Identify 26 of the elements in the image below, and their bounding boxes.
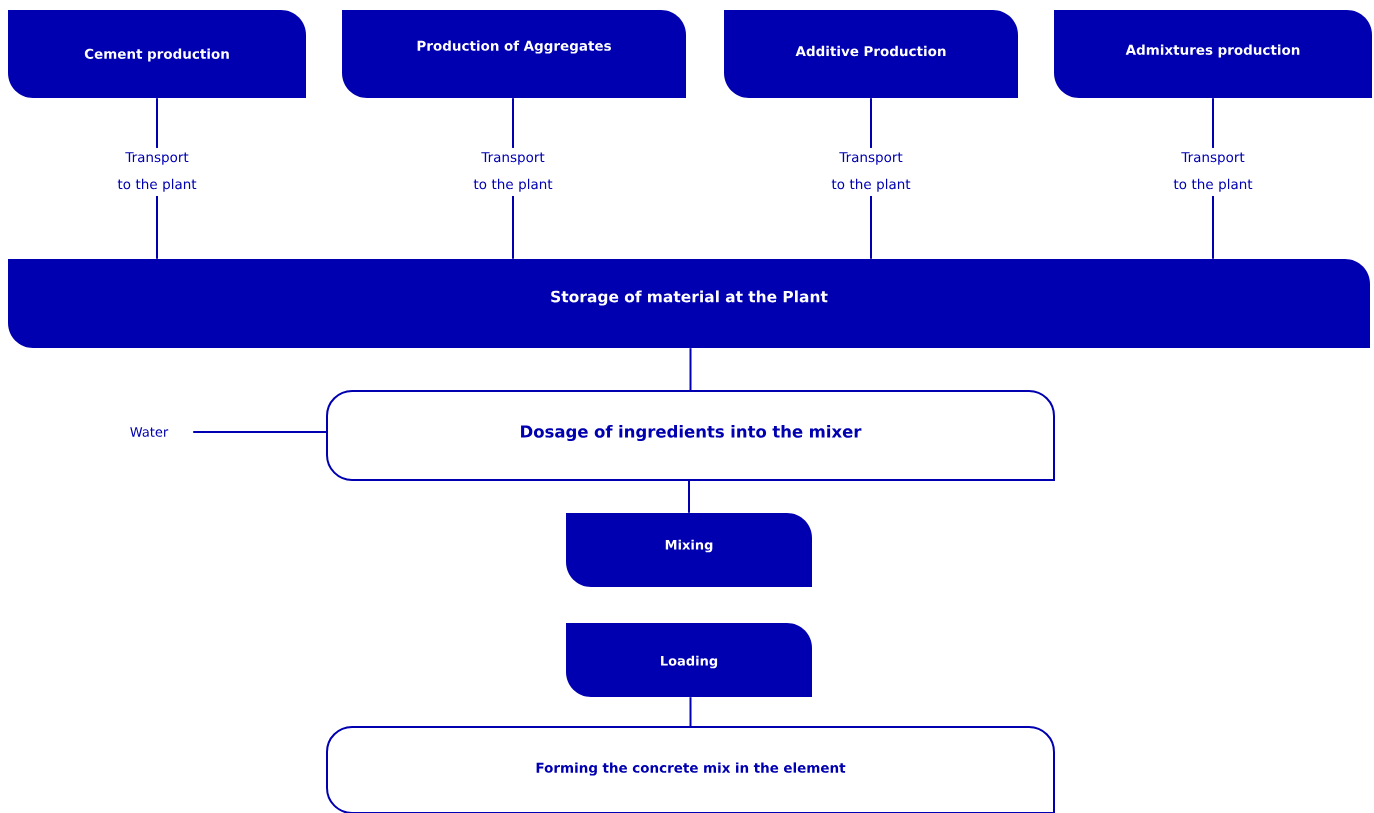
process-box: Mixing — [566, 513, 812, 587]
connector-line — [1212, 97, 1214, 149]
connector-line — [870, 195, 872, 260]
connector-line — [688, 479, 690, 514]
process-box: Cement production — [8, 10, 306, 98]
step-label: Transport to the plant — [117, 152, 197, 192]
step-label: Transport to the plant — [473, 152, 553, 192]
connector-line — [192, 431, 328, 433]
connector-line — [156, 97, 158, 149]
process-box: Additive Production — [724, 10, 1018, 98]
process-box: Production of Aggregates — [342, 10, 686, 98]
connector-line — [1212, 195, 1214, 260]
connector-line — [689, 347, 692, 392]
connector-line — [512, 97, 514, 149]
connector-line — [512, 195, 514, 260]
connector-line — [156, 195, 158, 260]
step-label: Water — [130, 427, 169, 437]
process-box: Loading — [566, 623, 812, 697]
process-box: Storage of material at the Plant — [8, 259, 1370, 348]
step-label: Transport to the plant — [831, 152, 911, 192]
process-box: Admixtures production — [1054, 10, 1372, 98]
step-box: Dosage of ingredients into the mixer — [326, 390, 1055, 481]
step-label: Transport to the plant — [1173, 152, 1253, 192]
connector-line — [689, 696, 692, 728]
connector-line — [870, 97, 872, 149]
step-box: Forming the concrete mix in the element — [326, 726, 1055, 813]
